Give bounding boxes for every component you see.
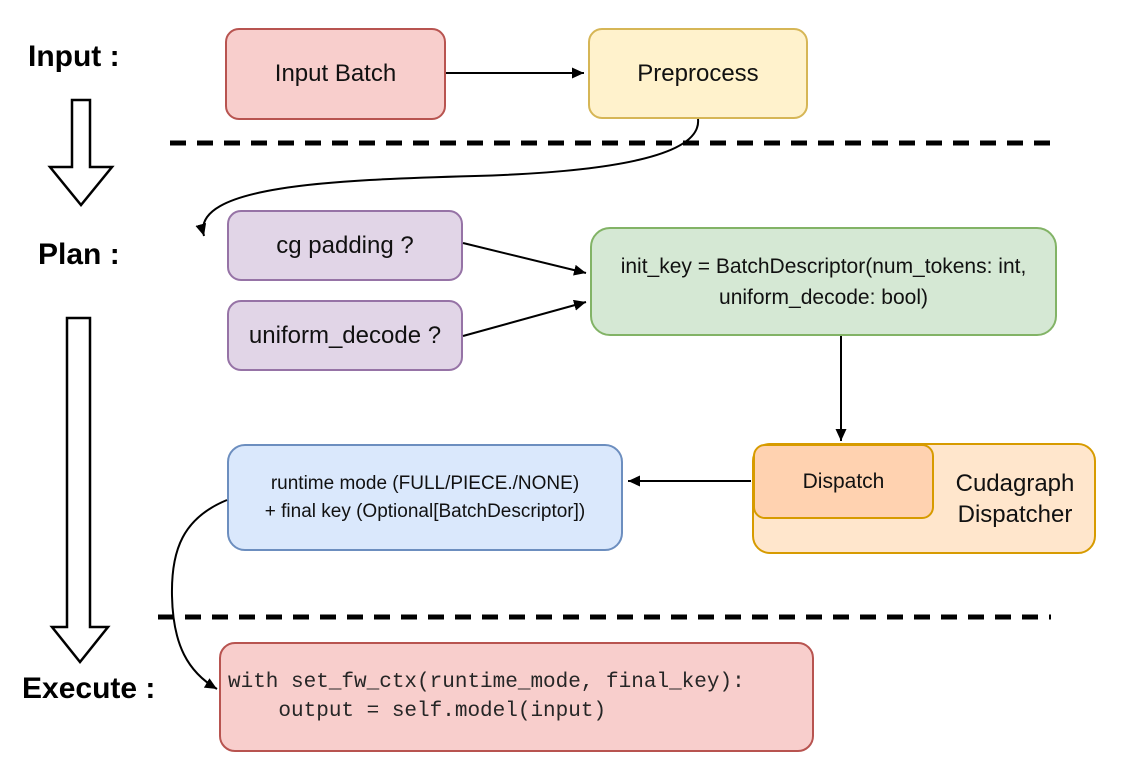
node-cg-padding-label: cg padding ? xyxy=(276,231,414,259)
node-preprocess: Preprocess xyxy=(588,28,808,119)
cudagraph-label-line1: Cudagraph xyxy=(955,469,1075,497)
flow-arrow-plan-to-execute xyxy=(49,316,111,665)
node-cudagraph-dispatcher-label: Cudagraph Dispatcher xyxy=(934,443,1096,554)
node-cg-padding: cg padding ? xyxy=(227,210,463,281)
execute-code-line2: output = self.model(input) xyxy=(228,700,607,723)
node-init-key-line2: uniform_decode: bool) xyxy=(719,285,928,309)
flow-arrow-input-to-plan xyxy=(47,98,115,207)
section-label-input: Input : xyxy=(28,40,120,73)
execute-code-line1: with set_fw_ctx(runtime_mode, final_key)… xyxy=(228,671,745,694)
node-uniform-decode-label: uniform_decode ? xyxy=(248,321,442,349)
edge-uniformdecode-initkey xyxy=(462,299,587,337)
node-init-key-line1: init_key = BatchDescriptor(num_tokens: i… xyxy=(620,254,1027,278)
node-preprocess-label: Preprocess xyxy=(637,59,759,87)
node-input-batch-label: Input Batch xyxy=(274,60,397,87)
node-input-batch: Input Batch xyxy=(225,28,446,120)
node-dispatch-label: Dispatch xyxy=(802,469,885,493)
node-execute-code: with set_fw_ctx(runtime_mode, final_key)… xyxy=(219,642,814,752)
node-init-key: init_key = BatchDescriptor(num_tokens: i… xyxy=(590,227,1057,336)
section-label-plan: Plan : xyxy=(38,238,120,271)
node-runtime-mode-line2: + final key (Optional[BatchDescriptor]) xyxy=(264,500,586,522)
node-runtime-mode: runtime mode (FULL/PIECE./NONE) + final … xyxy=(227,444,623,551)
node-uniform-decode: uniform_decode ? xyxy=(227,300,463,371)
edge-cgpadding-initkey xyxy=(462,242,587,276)
node-runtime-mode-line1: runtime mode (FULL/PIECE./NONE) xyxy=(270,472,580,494)
cudagraph-label-line2: Dispatcher xyxy=(957,500,1073,528)
node-dispatch: Dispatch xyxy=(753,444,934,519)
section-label-execute: Execute : xyxy=(22,672,156,705)
